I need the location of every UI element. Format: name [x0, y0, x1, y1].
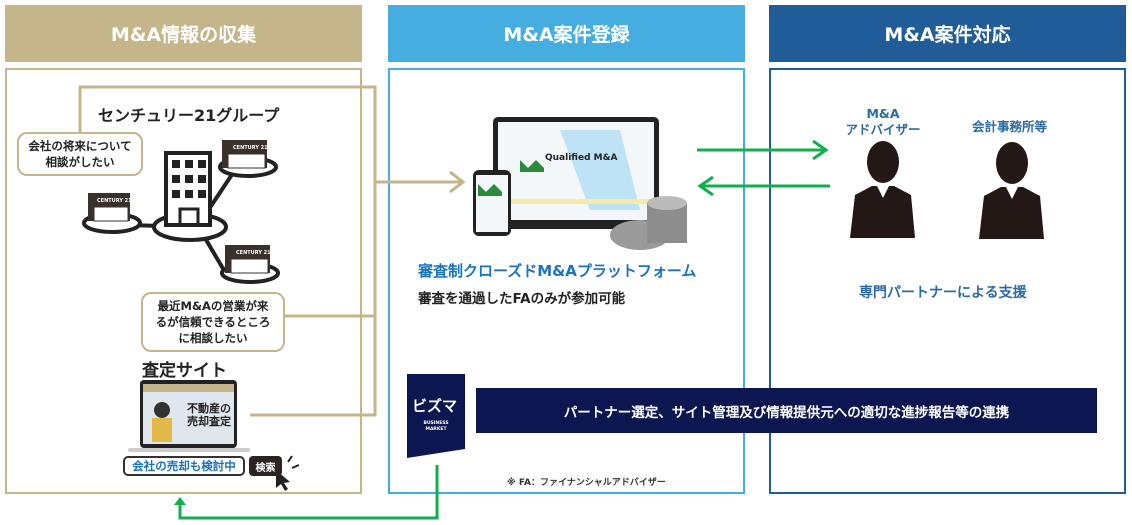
building-icon [172, 160, 206, 227]
store-label: CENTURY 21 [97, 198, 132, 204]
search-button[interactable]: 検索 [249, 456, 282, 476]
tan-connector [78, 85, 466, 417]
store-icons [88, 140, 270, 274]
hero-line: 売却査定 [187, 415, 231, 428]
bubble-line: 最近M&Aの営業が来 [157, 299, 269, 313]
hero-line: 不動産の [187, 402, 231, 415]
bizuma-sub: BUSINESS MARKET [407, 421, 465, 433]
advisor-line: アドバイザー [845, 122, 921, 137]
group-title: センチュリー21グループ [98, 106, 280, 125]
support-label: 専門パートナーによる支援 [859, 285, 1027, 301]
green-arrows [178, 139, 830, 520]
advisor-person-icon [850, 141, 915, 238]
header-respond: M&A案件対応 [769, 5, 1126, 62]
store-label: CENTURY 21 [233, 145, 268, 151]
bubble-line: 相談がしたい [45, 155, 115, 169]
header-register: M&A案件登録 [388, 5, 745, 62]
accounting-person-icon [979, 142, 1044, 239]
platform-devices-icon [473, 117, 687, 250]
bubble-line: に相談したい [178, 331, 248, 345]
speech-bubble-trust: 最近M&Aの営業が来 るが信頼できるところ に相談したい [141, 292, 285, 352]
panel-register [388, 68, 745, 494]
bizuma-sub-line: MARKET [425, 427, 447, 432]
platform-logo-text: Qualified M&A [545, 153, 618, 163]
store-label: CENTURY 21 [236, 250, 271, 256]
bizuma-logo [407, 374, 465, 458]
bizuma-sub-line: BUSINESS [423, 421, 449, 426]
bubble-line: るが信頼できるところ [155, 315, 271, 329]
bubble-line: 会社の将来について [28, 139, 132, 153]
footnote: ※ FA：ファイナンシャルアドバイザー [507, 478, 666, 488]
panel-collect [5, 68, 362, 494]
header-collect: M&A情報の収集 [5, 5, 362, 62]
green-arrowhead [174, 497, 186, 505]
advisor-label: M&A アドバイザー [833, 106, 933, 138]
site-hero: 不動産の 売却査定 [187, 402, 231, 428]
site-laptop-icon [128, 380, 250, 452]
search-input[interactable]: 会社の売却も検討中 [123, 456, 245, 476]
platform-title: 審査制クローズドM&Aプラットフォーム [418, 262, 697, 280]
site-title: 査定サイト [142, 361, 227, 381]
advisor-line: M&A [866, 106, 900, 121]
bizuma-logo-text: ビズマ [412, 397, 458, 415]
platform-subtitle: 審査を通過したFAのみが参加可能 [418, 291, 626, 307]
speech-bubble-future: 会社の将来について 相談がしたい [17, 132, 143, 176]
panel-respond [769, 68, 1126, 494]
accounting-label: 会計事務所等 [972, 119, 1048, 134]
coordination-banner: パートナー選定、サイト管理及び情報提供元への適切な進捗報告等の連携 [476, 388, 1097, 433]
